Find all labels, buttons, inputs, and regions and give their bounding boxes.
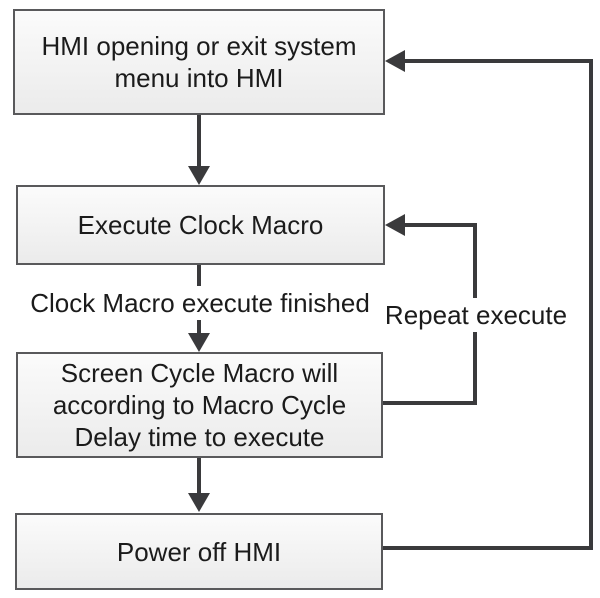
arrow-screen-to-poweroff-line bbox=[197, 458, 201, 494]
edge-label-repeat-execute: Repeat execute bbox=[379, 298, 573, 332]
edge-label-clock-macro-finished: Clock Macro execute finished bbox=[25, 286, 375, 320]
poweroff-loop-vertical-line bbox=[589, 59, 593, 550]
repeat-loop-bottom-line bbox=[383, 401, 477, 405]
arrowhead-repeat-to-execute bbox=[385, 214, 405, 236]
node-power-off-hmi: Power off HMI bbox=[15, 513, 383, 590]
node-execute-clock-macro-label: Execute Clock Macro bbox=[77, 210, 324, 240]
arrowhead-execute-to-screen bbox=[188, 333, 210, 352]
node-screen-cycle-macro: Screen Cycle Macro will according to Mac… bbox=[16, 352, 383, 458]
node-power-off-hmi-label: Power off HMI bbox=[116, 536, 282, 567]
node-hmi-start: HMI opening or exit system menu into HMI bbox=[13, 9, 385, 115]
poweroff-loop-top-line bbox=[403, 59, 593, 63]
poweroff-loop-bottom-line bbox=[383, 546, 593, 550]
arrow-start-to-execute-line bbox=[197, 115, 201, 168]
node-hmi-start-label: HMI opening or exit system menu into HMI bbox=[41, 31, 357, 93]
arrowhead-poweroff-to-start bbox=[385, 50, 405, 72]
node-screen-cycle-macro-label: Screen Cycle Macro will according to Mac… bbox=[52, 358, 347, 452]
arrowhead-start-to-execute bbox=[188, 166, 210, 185]
arrowhead-screen-to-poweroff bbox=[188, 493, 210, 512]
node-execute-clock-macro: Execute Clock Macro bbox=[16, 185, 385, 265]
repeat-loop-top-line bbox=[403, 223, 477, 227]
